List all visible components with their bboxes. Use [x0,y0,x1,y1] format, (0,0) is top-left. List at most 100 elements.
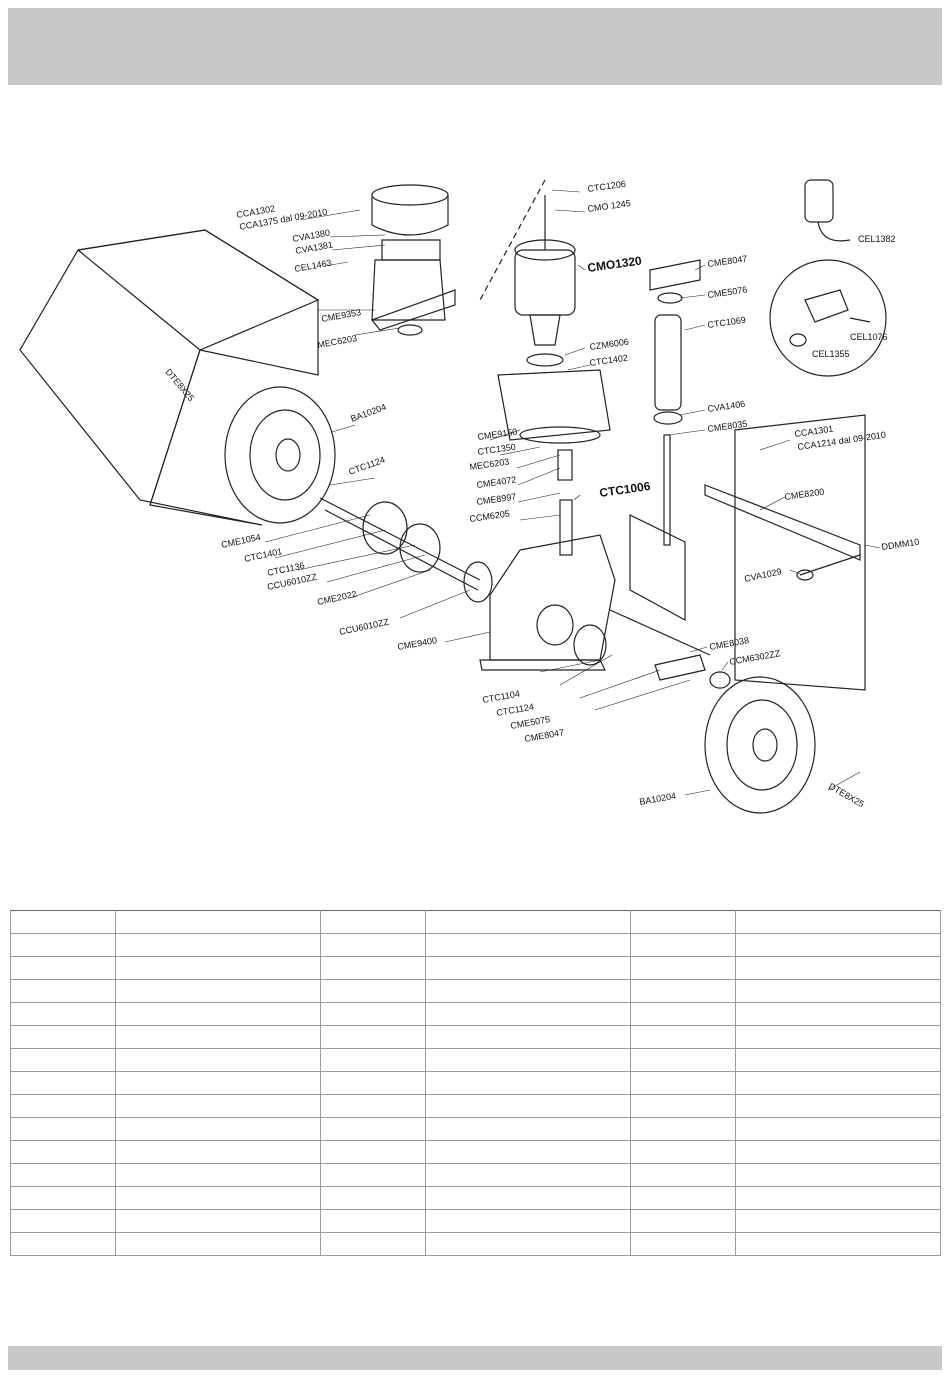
label-cme8047-bottom: CME8047 [524,727,565,744]
table-cell [320,1002,426,1026]
table-cell [735,1071,941,1095]
table-cell [320,956,426,980]
table-cell [10,1209,116,1233]
header-bar [8,8,942,85]
table-row [10,956,941,980]
label-ddmm10: DDMM10 [881,537,920,552]
table-cell [320,1048,426,1072]
table-cell [10,1071,116,1095]
table-cell [115,1140,321,1164]
table-cell [115,1209,321,1233]
table-cell [10,956,116,980]
table-cell [10,910,116,934]
table-cell [425,1209,631,1233]
table-cell [320,910,426,934]
table-cell [425,1094,631,1118]
table-cell [630,979,736,1003]
table-cell [320,1209,426,1233]
label-cme8047-top: CME8047 [707,254,748,269]
table-cell [425,1232,631,1256]
table-cell [735,1163,941,1187]
table-cell [115,1002,321,1026]
label-ctc1401: CTC1401 [243,546,283,564]
table-cell [320,1071,426,1095]
table-cell [320,979,426,1003]
table-cell [10,1117,116,1141]
table-cell [630,910,736,934]
rotor-drawing [479,179,576,346]
label-ccm6302zz: CCM6302ZZ [729,648,782,667]
label-dte8x25-right: DTE8X25 [827,781,866,809]
label-mec6203-mid: MEC6203 [469,457,510,472]
table-row [10,1232,941,1256]
table-cell [735,1094,941,1118]
label-cme5076: CME5076 [707,285,748,300]
label-cme5075: CME5075 [510,714,551,731]
label-ctc1124-left: CTC1124 [347,455,386,477]
spring-column-drawing [649,259,701,546]
table-cell [320,1025,426,1049]
table-cell [320,1117,426,1141]
label-dte8x25-left: DTE8X25 [163,367,196,403]
table-cell [115,1048,321,1072]
table-cell [425,956,631,980]
table-cell [425,933,631,957]
label-ctc1006: CTC1006 [598,479,651,500]
table-cell [735,956,941,980]
table-row [10,1140,941,1164]
table-cell [630,1071,736,1095]
label-cva1029: CVA1029 [743,566,782,584]
table-cell [115,1117,321,1141]
table-cell [10,979,116,1003]
label-ctc1402: CTC1402 [589,353,629,368]
table-cell [630,1025,736,1049]
table-row [10,1163,941,1187]
table-cell [425,1140,631,1164]
label-ctc1350: CTC1350 [477,442,517,457]
table-cell [10,1140,116,1164]
table-cell [630,1140,736,1164]
label-ctc1124-bottom: CTC1124 [496,702,535,718]
table-cell [735,979,941,1003]
table-cell [10,1048,116,1072]
gearbox-body-drawing [479,534,616,671]
label-cel1382: CEL1382 [858,234,896,244]
label-cme4072: CME4072 [476,475,517,490]
table-cell [735,933,941,957]
table-cell [630,1209,736,1233]
table-cell [425,1117,631,1141]
table-cell [115,1094,321,1118]
label-ccm6205: CCM6205 [469,508,511,524]
motor-cap-drawing [371,184,449,261]
table-cell [425,1048,631,1072]
table-cell [425,1163,631,1187]
table-cell [115,956,321,980]
table-row [10,1094,941,1118]
table-cell [10,1002,116,1026]
label-cme8038: CME8038 [709,635,750,652]
label-mec6203-top: MEC6203 [317,333,358,350]
table-row [10,1048,941,1072]
label-cel1355: CEL1355 [812,349,850,359]
parts-table-body [10,910,941,1256]
table-cell [10,1186,116,1210]
release-plate-drawing [629,414,866,691]
footer-bar [8,1346,942,1370]
table-row [10,1209,941,1233]
label-cmo1320: CMO1320 [586,253,642,275]
table-cell [735,910,941,934]
table-cell [115,1025,321,1049]
table-cell [10,1094,116,1118]
table-row [10,1071,941,1095]
table-row [10,910,941,934]
table-cell [115,1163,321,1187]
label-ctc1206: CTC1206 [587,179,627,194]
label-cme2022: CME2022 [316,589,357,607]
label-cme8997: CME8997 [476,492,517,507]
label-ctc1069: CTC1069 [707,315,747,330]
table-cell [10,1025,116,1049]
table-cell [115,933,321,957]
label-cca1301: CCA1301 [794,424,834,439]
label-cme9353: CME9353 [321,307,362,324]
table-row [10,1025,941,1049]
